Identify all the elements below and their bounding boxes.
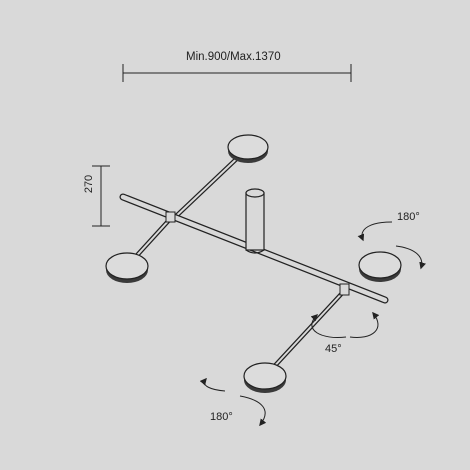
height-dimension xyxy=(92,165,110,227)
disc-right xyxy=(358,251,402,282)
disc-top xyxy=(227,134,269,163)
disc-left xyxy=(105,252,149,283)
rotation-right-label: 180° xyxy=(397,211,420,223)
height-dimension-label: 270 xyxy=(83,174,96,194)
arm-bottom xyxy=(267,287,348,374)
width-dimension xyxy=(122,64,352,82)
width-dimension-label: Min.900/Max.1370 xyxy=(186,51,281,63)
tilt-angle-label: 45° xyxy=(325,343,342,355)
tilt-arrow xyxy=(310,311,380,339)
rotation-arrow-bottom xyxy=(199,377,267,427)
rotation-bottom-label: 180° xyxy=(210,411,233,423)
canopy-cylinder xyxy=(245,188,265,254)
disc-bottom xyxy=(243,362,287,393)
rotation-arrow-right xyxy=(357,221,426,270)
